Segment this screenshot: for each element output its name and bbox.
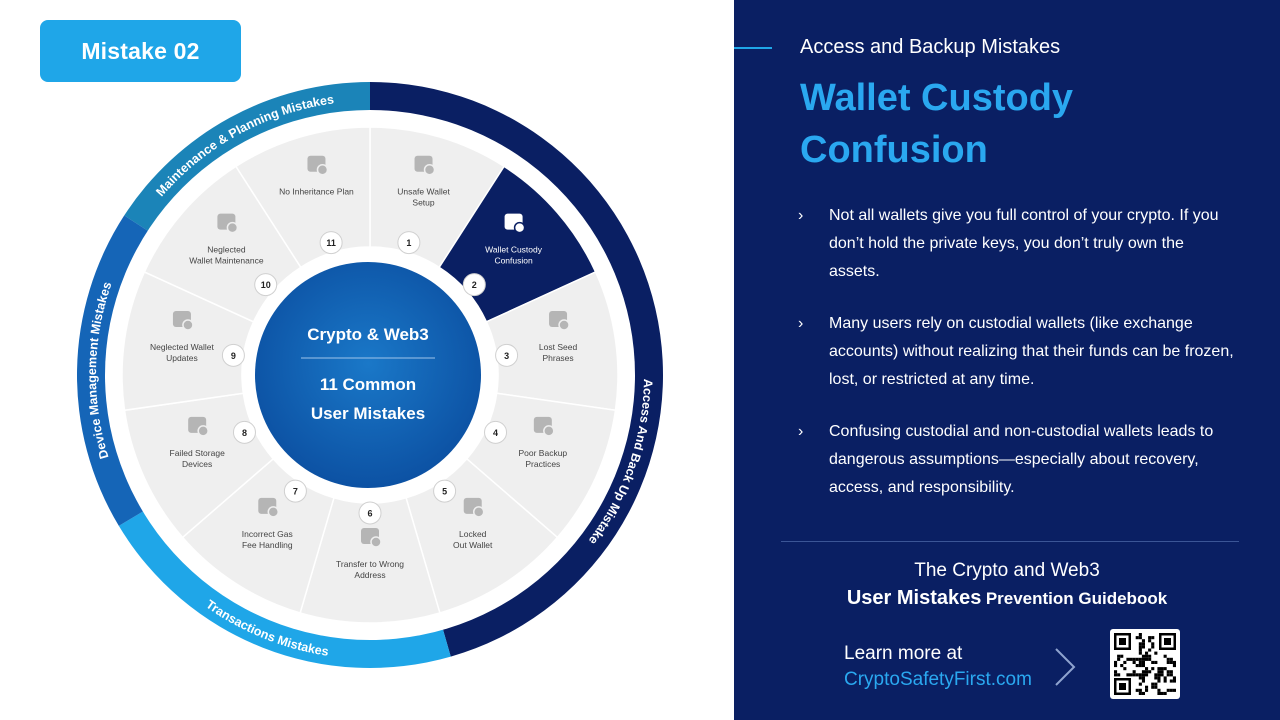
- website-link[interactable]: CryptoSafetyFirst.com: [844, 669, 1032, 690]
- segment-number: 5: [442, 487, 447, 497]
- segment-label: Transfer to Wrong: [336, 559, 404, 569]
- divider: [781, 541, 1239, 542]
- mistake-title: Wallet Custody Confusion: [800, 77, 1074, 171]
- bullet-text: Many users rely on custodial wallets (li…: [829, 315, 1234, 388]
- bullet-text: Confusing custodial and non-custodial wa…: [829, 423, 1214, 496]
- segment-number-bubble: [397, 231, 421, 255]
- segment-label: Incorrect Gas: [242, 529, 293, 539]
- segment-number: 2: [472, 280, 477, 290]
- center-circle: [255, 262, 481, 488]
- segment-label: Devices: [182, 459, 212, 469]
- segment-label: Confusion: [494, 256, 533, 266]
- qr-code-icon[interactable]: [1110, 629, 1180, 699]
- segment-number: 3: [504, 351, 509, 361]
- segment-label: Phrases: [542, 353, 573, 363]
- key-icon: [504, 213, 526, 234]
- guidebook-title-sub: Prevention Guidebook: [985, 589, 1168, 608]
- category-ring-access: [370, 82, 663, 657]
- category-ring-device: [76, 215, 149, 526]
- segment-label: No Inheritance Plan: [279, 187, 354, 197]
- section-subtitle: Access and Backup Mistakes: [800, 36, 1061, 58]
- segment-number-bubble: [221, 343, 245, 367]
- segment-number: 10: [261, 280, 271, 290]
- folder-clock-icon: [188, 416, 209, 437]
- lock-icon: [463, 497, 485, 518]
- guidebook-line1: The Crypto and Web3: [914, 560, 1100, 581]
- guidebook-line2: User Mistakes Prevention Guidebook: [734, 587, 1280, 610]
- segment-label: Out Wallet: [453, 540, 493, 550]
- segment-label: Neglected Wallet: [150, 342, 215, 352]
- center-line2: User Mistakes: [311, 404, 425, 423]
- segment-number-bubble: [433, 479, 457, 503]
- chevron-right-icon: ›: [798, 315, 804, 332]
- chevron-right-icon: ›: [798, 207, 804, 224]
- segment-number-bubble: [462, 273, 486, 297]
- bullet-item: › Not all wallets give you full control o…: [798, 202, 1238, 286]
- mistake-badge: Mistake 02: [40, 20, 241, 82]
- detail-panel: Access and Backup Mistakes Wallet Custod…: [734, 0, 1280, 720]
- learn-more-label: Learn more at: [844, 643, 963, 664]
- segment-number: 11: [326, 238, 336, 248]
- segment-label: Neglected: [207, 245, 246, 255]
- wallet-icon: [172, 310, 194, 331]
- segment-label: Fee Handling: [242, 540, 293, 550]
- hand-coin-icon: [258, 497, 280, 518]
- center-line1: 11 Common: [320, 375, 416, 394]
- tools-icon: [217, 213, 239, 234]
- segment-number-bubble: [254, 273, 278, 297]
- segment-label: Wallet Maintenance: [189, 256, 264, 266]
- segment-number: 8: [242, 428, 247, 438]
- segment-number: 1: [406, 238, 411, 248]
- chevron-right-icon: ›: [798, 423, 804, 440]
- chevron-right-icon[interactable]: [1052, 646, 1078, 688]
- segment-label: Updates: [166, 353, 198, 363]
- segment-number-bubble: [283, 479, 307, 503]
- segment-number-bubble: [319, 231, 343, 255]
- segment-number: 4: [493, 428, 498, 438]
- wallet-alert-icon: [414, 155, 436, 176]
- segment-number: 6: [367, 509, 372, 519]
- guidebook-title-main: User Mistakes: [846, 587, 982, 609]
- center-title: Crypto & Web3: [307, 325, 429, 344]
- segment-label: Unsafe Wallet: [397, 187, 450, 197]
- segment-label: Locked: [459, 529, 487, 539]
- server-icon: [533, 416, 555, 437]
- segment-number-bubble: [484, 420, 508, 444]
- bullet-item: › Confusing custodial and non-custodial w…: [798, 418, 1238, 502]
- dna-icon: [307, 155, 329, 176]
- segment-label: Setup: [412, 198, 434, 208]
- segment-label: Wallet Custody: [485, 245, 543, 255]
- mailbox-icon: [361, 528, 382, 548]
- segment-number: 9: [231, 351, 236, 361]
- category-ring-maintenance: [124, 82, 370, 232]
- bullet-list: › Not all wallets give you full control o…: [798, 202, 1238, 526]
- segment-label: Practices: [525, 459, 560, 469]
- brain-icon: [549, 310, 570, 331]
- segment-label: Address: [354, 570, 385, 580]
- bullet-text: Not all wallets give you full control of…: [829, 207, 1219, 280]
- segment-label: Lost Seed: [539, 342, 578, 352]
- segment-number-bubble: [358, 501, 382, 525]
- segment-label: Poor Backup: [518, 448, 567, 458]
- segment-number-bubble: [495, 343, 519, 367]
- segment-number: 7: [293, 487, 298, 497]
- category-ring-transactions: [118, 510, 451, 668]
- accent-line: [734, 47, 772, 49]
- bullet-item: › Many users rely on custodial wallets (l…: [798, 310, 1238, 394]
- segment-label: Failed Storage: [170, 448, 226, 458]
- segment-number-bubble: [232, 420, 256, 444]
